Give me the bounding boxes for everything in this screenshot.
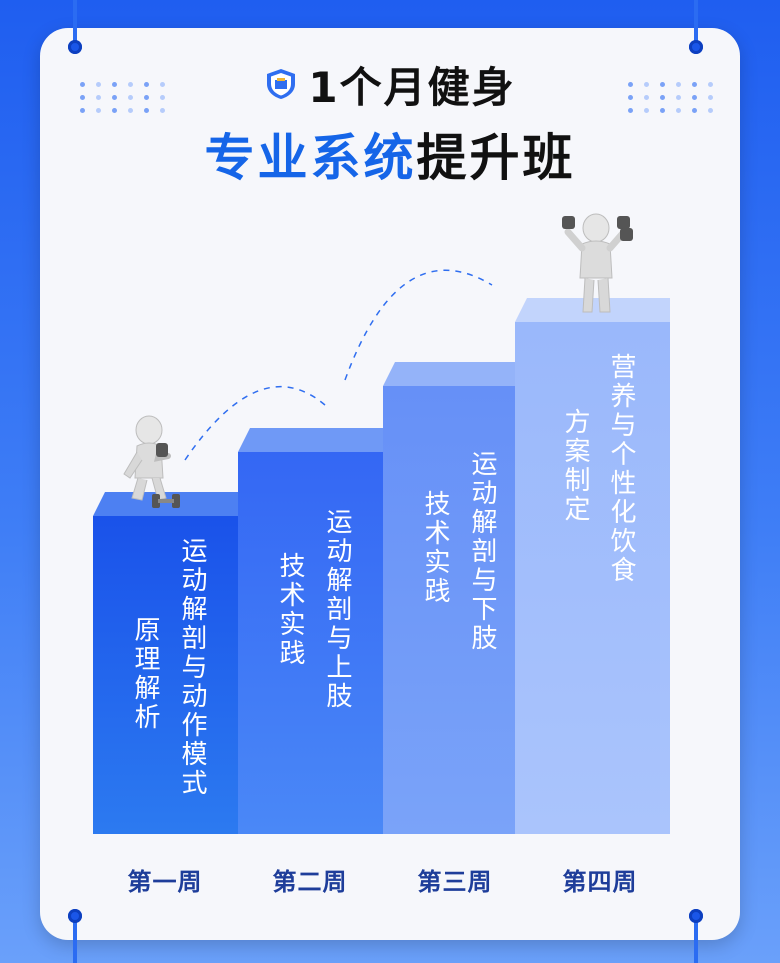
step-1-text-a: 运动解剖与动作模式 <box>177 537 207 798</box>
step-bar-4: 营养与个性化饮食 方案制定 <box>515 298 670 834</box>
title-text-2-blue: 专业系统 <box>204 129 417 187</box>
step-4-text-a: 营养与个性化饮食 <box>606 353 636 585</box>
step-2-text-b: 技术实践 <box>275 552 305 668</box>
step-bar-2: 运动解剖与上肢 技术实践 <box>238 428 383 834</box>
step-bar-1: 运动解剖与动作模式 原理解析 <box>93 492 238 834</box>
step-3-text-b: 技术实践 <box>420 490 450 606</box>
pin-bottom-left-front <box>68 909 82 963</box>
jump-arc-1 <box>184 386 326 461</box>
step-bar-3: 运动解剖与下肢 技术实践 <box>383 362 528 834</box>
step-4-text-b: 方案制定 <box>560 408 590 524</box>
title-line-1: 1个月健身 <box>0 54 780 115</box>
title-line-2: 专业系统提升班 <box>0 118 780 190</box>
step-3-text-a: 运动解剖与下肢 <box>467 450 497 653</box>
title-text-1: 1个月健身 <box>308 63 516 112</box>
title-text-2-dark: 提升班 <box>416 129 576 187</box>
week-label-4: 第四周 <box>562 868 638 896</box>
week-label-2: 第二周 <box>272 868 348 896</box>
dot-pattern-right <box>628 82 716 113</box>
week-label-3: 第三周 <box>417 868 493 896</box>
pin-bottom-right-front <box>689 909 703 963</box>
step-2-text-a: 运动解剖与上肢 <box>322 508 352 711</box>
figure-1-icon <box>123 415 180 508</box>
pin-top-left-front <box>68 0 82 54</box>
week-label-1: 第一周 <box>127 868 203 896</box>
pin-top-right-front <box>689 0 703 54</box>
dot-pattern-left <box>80 82 168 113</box>
figure-4-icon <box>562 213 633 313</box>
shield-badge-icon <box>264 62 298 111</box>
jump-arc-2 <box>344 269 493 381</box>
step-1-text-b: 原理解析 <box>130 616 160 732</box>
